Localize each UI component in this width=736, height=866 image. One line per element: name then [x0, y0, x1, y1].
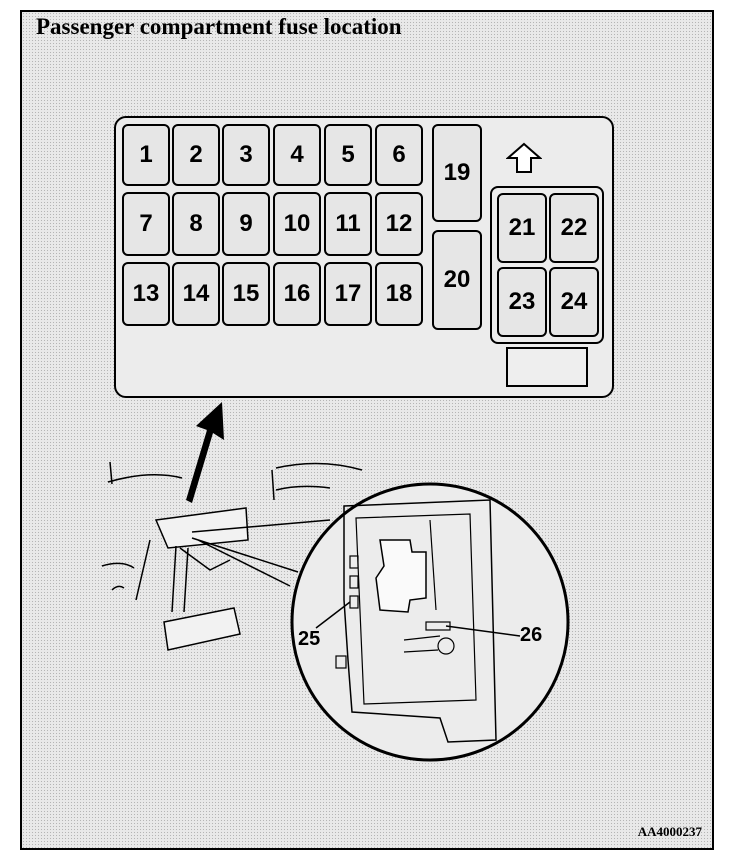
fuse-23: 23 — [497, 267, 547, 337]
pointer-arrow — [186, 402, 224, 503]
fuse-12: 12 — [375, 192, 423, 256]
blank-label-box — [506, 347, 588, 387]
fuse-24: 24 — [549, 267, 599, 337]
fuse-18: 18 — [375, 262, 423, 326]
fuse-6: 6 — [375, 124, 423, 186]
fuse-21: 21 — [497, 193, 547, 263]
fuse-22: 22 — [549, 193, 599, 263]
figure-title: Passenger compartment fuse location — [36, 14, 402, 39]
relay-group-outline — [490, 186, 604, 344]
fuse-4: 4 — [273, 124, 321, 186]
fuse-13: 13 — [122, 262, 170, 326]
fuse-9: 9 — [222, 192, 270, 256]
fuse-1: 1 — [122, 124, 170, 186]
fuse-14: 14 — [172, 262, 220, 326]
fuse-5: 5 — [324, 124, 372, 186]
figure-code: AA4000237 — [637, 824, 702, 839]
fuse-15: 15 — [222, 262, 270, 326]
fuse-10: 10 — [273, 192, 321, 256]
fuse-3: 3 — [222, 124, 270, 186]
fuse-19: 19 — [432, 124, 482, 222]
fuse-11: 11 — [324, 192, 372, 256]
fuse-16: 16 — [273, 262, 321, 326]
fuse-17: 17 — [324, 262, 372, 326]
up-arrow-icon — [506, 142, 542, 173]
callout-fuse-26: 26 — [520, 624, 543, 646]
fuse-7: 7 — [122, 192, 170, 256]
fuse-2: 2 — [172, 124, 220, 186]
fuse-20: 20 — [432, 230, 482, 330]
fuse-8: 8 — [172, 192, 220, 256]
callout-fuse-25: 25 — [298, 628, 321, 650]
